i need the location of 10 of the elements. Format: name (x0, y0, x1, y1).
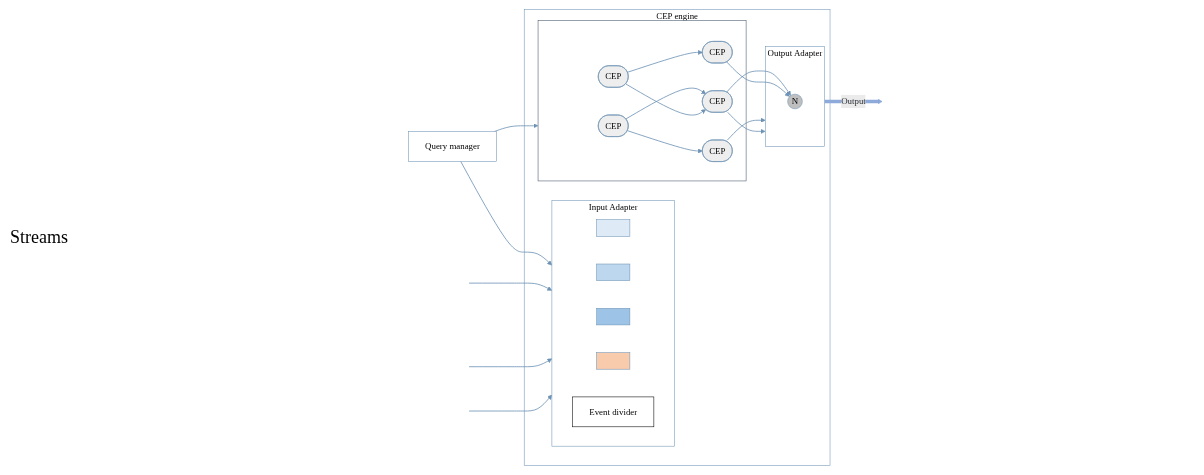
cluster (537, 20, 747, 182)
node-box (596, 219, 631, 237)
stream-label: Streams (10, 227, 69, 248)
node-box (596, 352, 631, 370)
node-box (596, 308, 631, 326)
node-box: Event divider (572, 396, 655, 428)
node-box: Query manager (408, 131, 497, 162)
node-circle: N (787, 93, 803, 110)
node-box (596, 263, 631, 281)
edge-label: Output (841, 96, 866, 106)
